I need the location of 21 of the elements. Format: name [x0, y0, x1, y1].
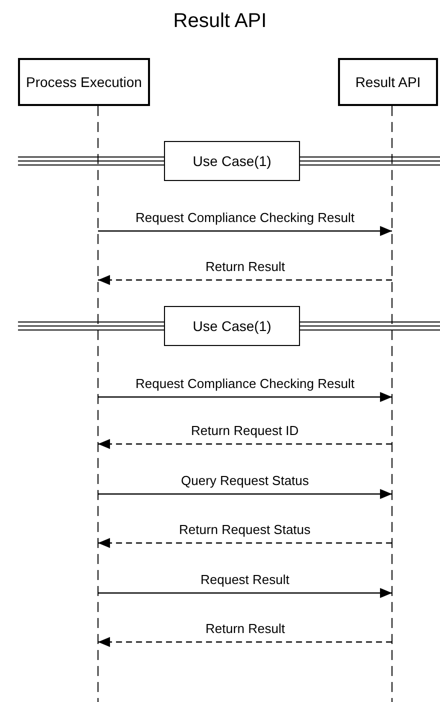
message-arrow [98, 392, 392, 402]
message-label: Request Result [198, 572, 292, 587]
fragment-label-box: Use Case(1) [164, 141, 300, 181]
message-label: Return Request Status [177, 522, 313, 537]
message-arrow [98, 226, 392, 236]
message-arrow [98, 489, 392, 499]
message-label: Request Compliance Checking Result [134, 210, 356, 225]
message-label: Query Request Status [179, 473, 311, 488]
diagram-title: Result API [172, 10, 268, 33]
message-arrow [98, 637, 392, 647]
message-label: Return Result [204, 259, 287, 274]
participant-box: Process Execution [18, 58, 150, 106]
message-arrow [98, 275, 392, 285]
message-arrow [98, 588, 392, 598]
fragment-label-box: Use Case(1) [164, 306, 300, 346]
message-arrow [98, 439, 392, 449]
message-label: Return Request ID [189, 423, 301, 438]
message-label: Request Compliance Checking Result [134, 376, 356, 391]
message-arrow [98, 538, 392, 548]
participant-box: Result API [338, 58, 438, 106]
message-label: Return Result [204, 621, 287, 636]
